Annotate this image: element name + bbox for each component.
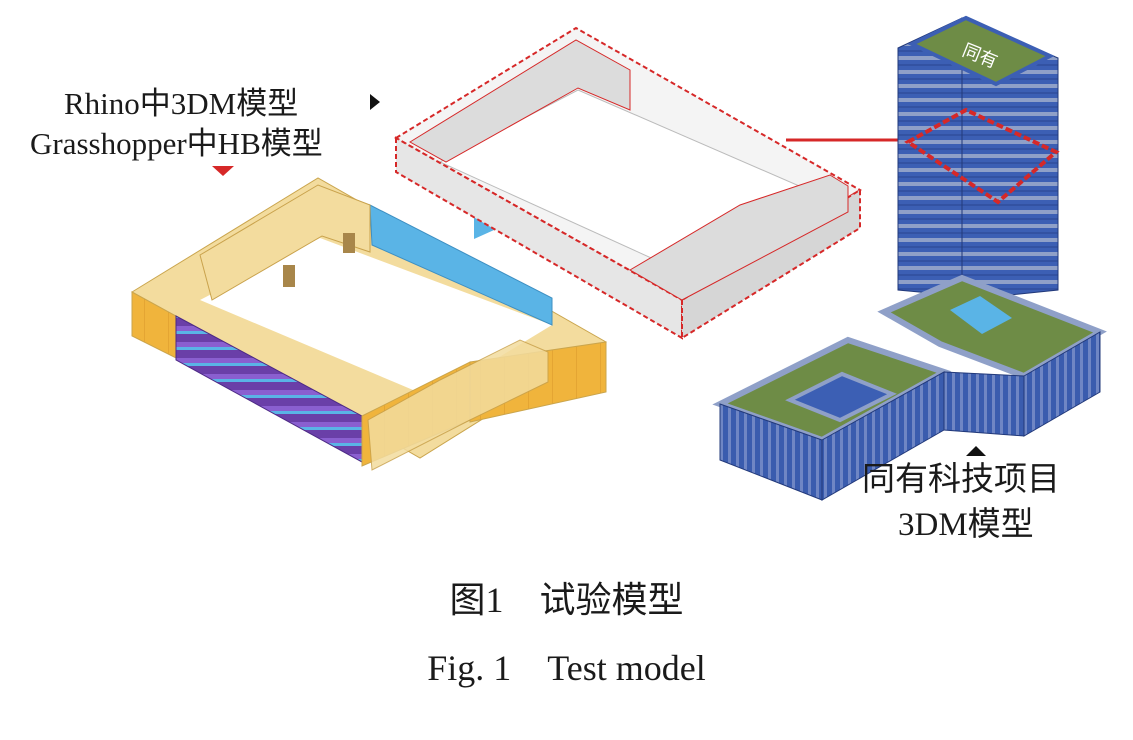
figure-caption-english: Fig. 1 Test model — [427, 648, 706, 688]
hb-rooms-back — [199, 184, 371, 301]
hb-door — [343, 233, 355, 253]
hb-door — [283, 265, 295, 287]
figure-caption-chinese: 图1 试验模型 — [449, 580, 684, 620]
right-podium-side — [1023, 331, 1101, 437]
right-podium-glass — [950, 296, 1012, 334]
rhino-floor-model — [394, 26, 906, 340]
arrow-up-icon — [966, 446, 986, 456]
project-name-label: 同有科技项目 — [862, 462, 1060, 498]
arrow-right-icon — [370, 94, 380, 110]
right-podium-front — [943, 371, 1025, 437]
project-model-label: 3DM模型 — [898, 507, 1034, 543]
tower-roof — [907, 15, 1055, 87]
hb-model — [131, 177, 607, 471]
rhino-rooms-front — [629, 174, 849, 301]
project-model: 同有 — [712, 15, 1107, 501]
left-podium-skylight — [785, 371, 897, 423]
grasshopper-model-label: Grasshopper中HB模型 — [30, 126, 323, 161]
highlight-floor — [904, 107, 1060, 205]
hb-glass-wall — [369, 204, 553, 326]
arrow-down-icon — [212, 166, 234, 176]
hb-rooms-front — [367, 339, 549, 471]
rhino-model-label: Rhino中3DM模型 — [64, 86, 299, 121]
rhino-rooms-back — [409, 39, 631, 163]
